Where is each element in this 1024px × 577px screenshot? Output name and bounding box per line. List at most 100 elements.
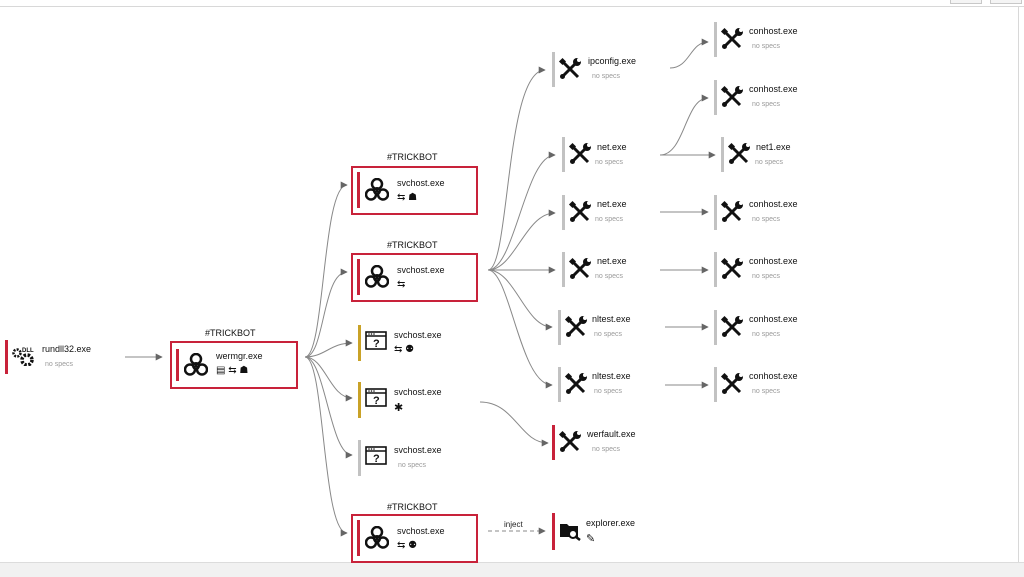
activity-icons: ⇆ ⚉ [397, 540, 418, 551]
tools-icon [558, 57, 582, 81]
node-specs: no specs [594, 388, 623, 395]
node-conhost-6[interactable]: conhost.exe no specs [714, 367, 814, 403]
node-name: wermgr.exe [216, 351, 263, 361]
status-bar-suspicious [358, 325, 361, 361]
node-name: conhost.exe [749, 371, 798, 381]
node-specs: no specs [755, 159, 784, 166]
edge-svchost2-ipconfig [487, 66, 546, 271]
tools-icon [720, 85, 744, 109]
edge-ipconfig-conhost1 [669, 38, 709, 69]
node-name: svchost.exe [397, 265, 445, 275]
edge-svchost2-nltest2 [487, 269, 553, 389]
edge-svchost4-werfault [479, 401, 549, 447]
top-border [0, 6, 1024, 7]
node-name: conhost.exe [749, 84, 798, 94]
status-bar-malicious [5, 340, 8, 374]
node-nltest-1[interactable]: nltest.exe no specs [558, 310, 662, 346]
status-bar-neutral [714, 310, 717, 345]
edge-wermgr-svchost5 [304, 356, 353, 459]
status-bar-neutral [714, 22, 717, 57]
edge-net1-conhost2 [659, 94, 709, 156]
node-svchost-4[interactable]: svchost.exe ✱ [358, 382, 478, 420]
node-specs: no specs [45, 361, 74, 368]
horizontal-scrollbar[interactable] [0, 562, 1024, 577]
status-bar-neutral [714, 195, 717, 230]
node-name: svchost.exe [397, 178, 445, 188]
activity-icons: ⇆ ⚉ [394, 344, 415, 355]
right-border [1018, 6, 1019, 562]
node-specs: no specs [752, 273, 781, 280]
node-specs: no specs [595, 216, 624, 223]
edge-svchost2-nltest1 [487, 269, 553, 331]
node-specs: no specs [592, 446, 621, 453]
activity-icons: ⇆ ☗ [397, 192, 418, 203]
status-bar-neutral [714, 80, 717, 115]
node-name: svchost.exe [394, 330, 442, 340]
status-bar-neutral [558, 367, 561, 402]
edge-svchost2-net2 [487, 209, 556, 271]
activity-icons: ⇆ [397, 279, 406, 290]
edge-svchost2-net1 [487, 151, 556, 271]
node-net1exe[interactable]: net1.exe no specs [721, 137, 814, 173]
status-bar-neutral [562, 195, 565, 230]
node-ipconfig[interactable]: ipconfig.exe no specs [552, 52, 662, 88]
tools-icon [720, 27, 744, 51]
tools-icon [564, 372, 588, 396]
biohazard-icon [365, 265, 389, 288]
node-conhost-3[interactable]: conhost.exe no specs [714, 195, 814, 231]
node-specs: no specs [752, 388, 781, 395]
node-svchost-1[interactable]: svchost.exe ⇆ ☗ [351, 166, 478, 215]
node-explorer[interactable]: explorer.exe ✎ [552, 513, 662, 551]
node-name: nltest.exe [592, 371, 631, 381]
node-svchost-6[interactable]: svchost.exe ⇆ ⚉ [351, 514, 478, 563]
window-button-left[interactable] [950, 0, 982, 4]
edge-label-inject: inject [504, 520, 523, 529]
node-net-1[interactable]: net.exe no specs [562, 137, 662, 173]
tools-icon [568, 257, 592, 281]
node-conhost-4[interactable]: conhost.exe no specs [714, 252, 814, 288]
node-name: net.exe [597, 142, 627, 152]
status-bar-neutral [358, 440, 361, 476]
status-bar-neutral [562, 252, 565, 287]
node-name: explorer.exe [586, 518, 636, 528]
status-bar-neutral [552, 52, 555, 87]
node-net-3[interactable]: net.exe no specs [562, 252, 662, 288]
node-conhost-5[interactable]: conhost.exe no specs [714, 310, 814, 346]
node-specs: no specs [592, 73, 621, 80]
node-specs: no specs [752, 101, 781, 108]
node-tag: #TRICKBOT [205, 328, 256, 338]
window-button-right[interactable] [990, 0, 1022, 4]
node-name: werfault.exe [587, 429, 636, 439]
tools-icon [720, 315, 744, 339]
node-rundll32[interactable]: DLL rundll32.exe no specs [5, 338, 125, 376]
edge-wermgr-svchost1 [304, 181, 348, 358]
status-bar-malicious [552, 513, 555, 550]
node-specs: no specs [595, 159, 624, 166]
tools-icon [727, 142, 751, 166]
status-bar-neutral [714, 252, 717, 287]
tools-icon [568, 142, 592, 166]
status-bar-malicious [357, 172, 360, 208]
biohazard-icon [365, 178, 389, 201]
node-wermgr[interactable]: wermgr.exe ▤ ⇆ ☗ [170, 341, 298, 389]
node-name: net.exe [597, 199, 627, 209]
node-name: net1.exe [756, 142, 791, 152]
tools-icon [564, 315, 588, 339]
node-svchost-5[interactable]: svchost.exe no specs [358, 440, 478, 478]
node-name: net.exe [597, 256, 627, 266]
status-bar-malicious [357, 520, 360, 556]
node-name: nltest.exe [592, 314, 631, 324]
activity-icons: ▤ ⇆ ☗ [216, 365, 249, 376]
node-net-2[interactable]: net.exe no specs [562, 195, 662, 231]
node-specs: no specs [752, 331, 781, 338]
node-svchost-3[interactable]: svchost.exe ⇆ ⚉ [358, 325, 478, 363]
edge-wermgr-svchost3 [304, 339, 353, 358]
node-conhost-1[interactable]: conhost.exe no specs [714, 22, 814, 58]
node-nltest-2[interactable]: nltest.exe no specs [558, 367, 662, 403]
edge-wermgr-svchost2 [304, 268, 348, 358]
node-conhost-2[interactable]: conhost.exe no specs [714, 80, 814, 116]
status-bar-neutral [714, 367, 717, 402]
node-svchost-2[interactable]: svchost.exe ⇆ [351, 253, 478, 302]
node-werfault[interactable]: werfault.exe no specs [552, 425, 662, 461]
